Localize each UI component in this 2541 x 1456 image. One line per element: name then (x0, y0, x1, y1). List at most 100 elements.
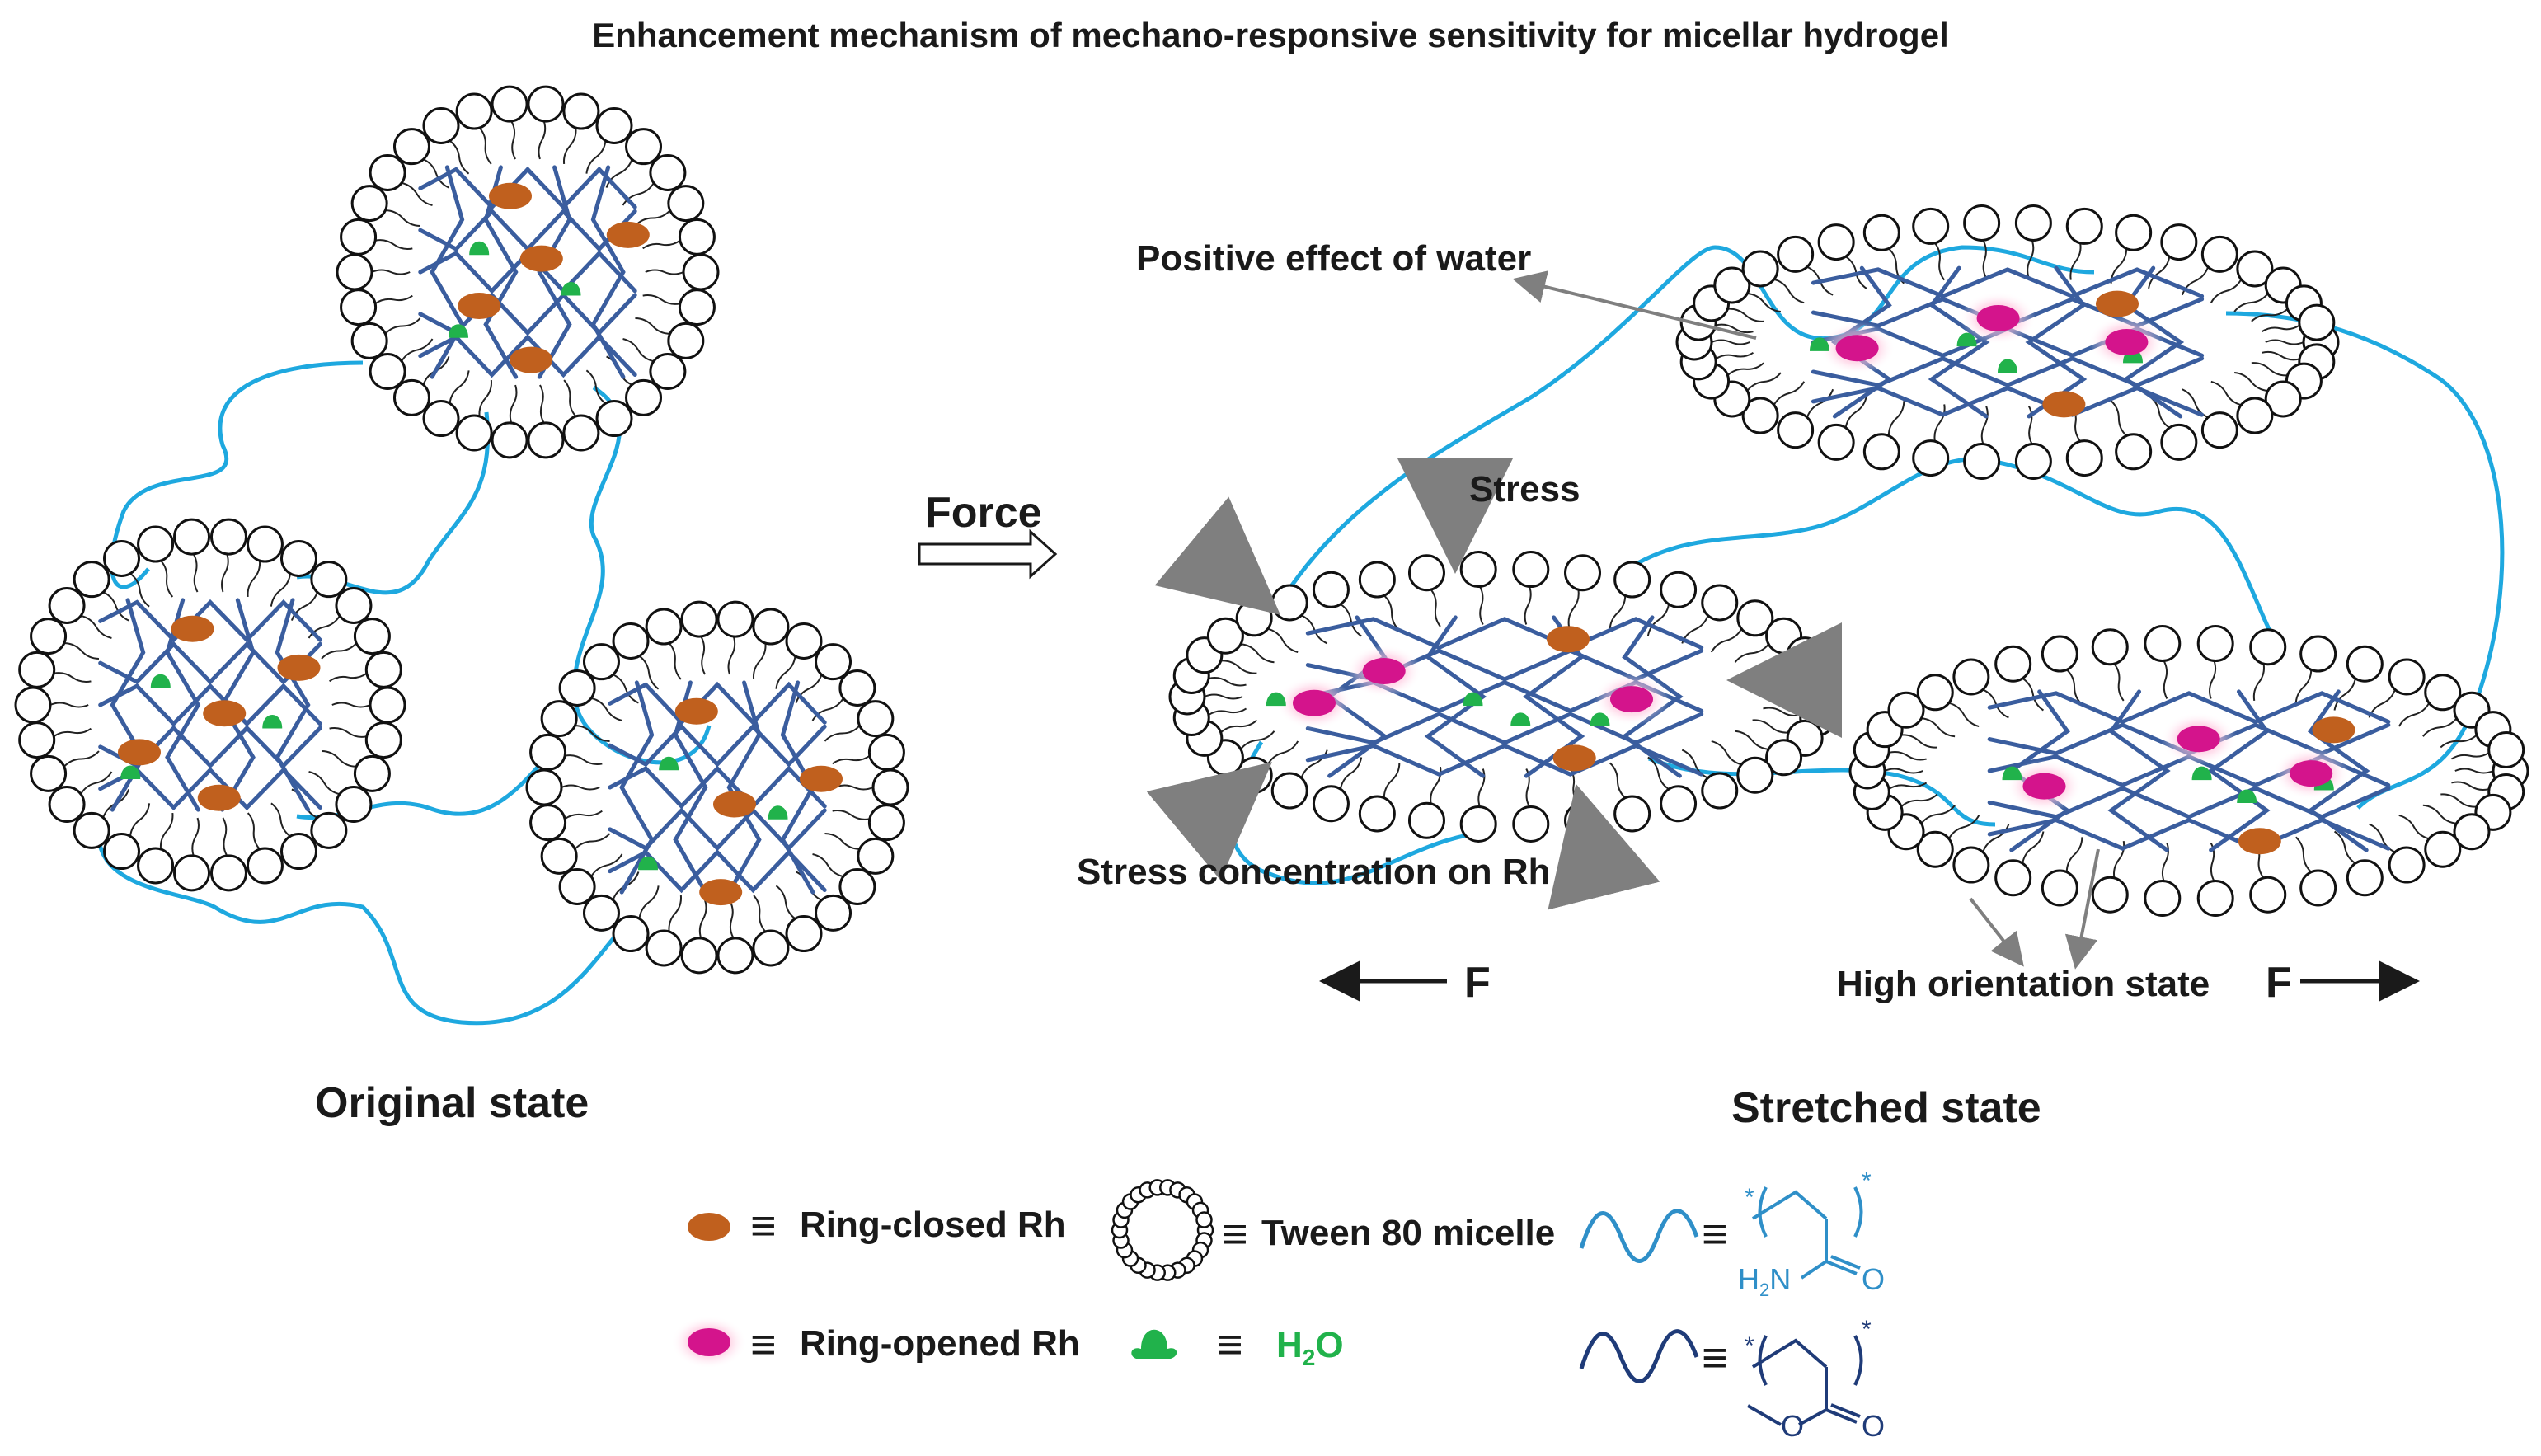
micelle-original-left (14, 518, 406, 892)
water-molecule (262, 715, 283, 729)
micelle-original-top-network (418, 165, 637, 379)
water-icon (1131, 1329, 1177, 1359)
water-molecule (150, 674, 171, 688)
legend-equiv-2: ≡ (1222, 1209, 1248, 1259)
ring-opened-rh (1293, 689, 1336, 716)
acrylamide-structure (1751, 1186, 1863, 1280)
struct2-ester-oxygen: O (1781, 1409, 1805, 1443)
micelle-stretched-center (1168, 551, 1841, 843)
ring-closed-rh (2312, 716, 2355, 744)
micelle-original-left-heads (14, 518, 406, 892)
ring-closed-rh (203, 700, 247, 727)
ring-closed-rh (1552, 744, 1596, 772)
struct1-oxygen: O (1862, 1262, 1886, 1296)
micelle-layer (14, 85, 2529, 975)
ring-closed-rh-icon (688, 1213, 730, 1241)
water-molecule (469, 241, 490, 256)
ring-closed-rh (674, 697, 718, 725)
stress-concentration-label: Stress concentration on Rh (1077, 852, 1551, 892)
ring-opened-rh (2177, 726, 2220, 753)
water-molecule (1463, 692, 1483, 707)
water-molecule (120, 765, 141, 779)
legend-equiv-3: ≡ (1702, 1209, 1728, 1259)
water-molecule (2002, 766, 2022, 781)
high-orientation-label: High orientation state (1837, 964, 2210, 1004)
legend-equiv-5: ≡ (1217, 1320, 1243, 1369)
struct2-carbonyl-oxygen: O (1862, 1409, 1886, 1443)
micelle-icon (1111, 1179, 1214, 1281)
polymer-chain-icon-dark (1579, 1329, 1699, 1383)
water-molecule (2237, 789, 2257, 803)
micelle-stretched-top-heads (1675, 204, 2340, 481)
ring-opened-rh (1835, 335, 1879, 362)
polymer-chain-icon-light (1579, 1209, 1699, 1263)
ring-closed-rh (118, 739, 161, 766)
micelle-original-left-tails (49, 553, 371, 857)
micelle-stretched-top (1675, 204, 2340, 481)
ring-opened-rh (1362, 658, 1406, 684)
f-label-right: F (2266, 959, 2292, 1007)
orientation-pointer-left (1969, 897, 2024, 967)
micelle-original-top (336, 85, 720, 459)
ring-closed-rh (2238, 828, 2281, 855)
ring-closed-rh (606, 221, 650, 248)
micelle-original-right (525, 600, 909, 975)
struct1-star-left: * (1745, 1184, 1754, 1211)
struct1-amine: H2N (1738, 1262, 1792, 1301)
water-molecule (1266, 692, 1286, 707)
ring-closed-rh (2042, 391, 2086, 418)
ring-opened-rh (1610, 686, 1653, 713)
stretched-state-label: Stretched state (1731, 1084, 2041, 1132)
water-molecule (638, 856, 658, 871)
diagram-title: Enhancement mechanism of mechano-respons… (592, 16, 1949, 54)
bridge-chain-stretched-bottom (1648, 756, 1996, 827)
stress-label: Stress (1469, 469, 1580, 510)
micelle-stretched-right-heads (1848, 625, 2529, 917)
water-molecule (1956, 332, 1977, 347)
ring-closed-rh (489, 182, 532, 209)
stress-arrow-bottom (1548, 783, 1660, 910)
ring-closed-rh (458, 293, 501, 319)
water-molecule (659, 756, 679, 771)
ring-closed-rh (519, 245, 563, 272)
struct2-star-left: * (1745, 1332, 1754, 1360)
legend-equiv-6: ≡ (1702, 1333, 1728, 1383)
water-molecule (1810, 337, 1829, 351)
methyl-acrylate-structure (1747, 1335, 1863, 1426)
water-molecule (768, 805, 788, 820)
ring-closed-rh (197, 784, 241, 811)
ring-opened-rh (2290, 760, 2333, 787)
legend-micelle-label: Tween 80 micelle (1261, 1213, 1556, 1253)
ring-opened-rh (2105, 329, 2149, 355)
ring-closed-rh (2096, 290, 2139, 317)
struct2-star-right: * (1862, 1316, 1872, 1343)
struct1-star-right: * (1862, 1167, 1872, 1195)
micelle-original-right-network (608, 680, 827, 895)
ring-closed-rh (713, 791, 756, 818)
ring-opened-rh (1976, 305, 2020, 331)
ring-opened-rh (2022, 773, 2066, 800)
legend-h2o-label: H2O (1276, 1325, 1344, 1370)
original-state-label: Original state (315, 1079, 589, 1127)
annotation-arrows (1146, 270, 2100, 970)
stress-arrow-topleft (1154, 496, 1281, 615)
bridge-chain-stretched-right (2225, 311, 2505, 810)
water-molecule (1998, 359, 2017, 373)
water-molecule (2191, 766, 2212, 781)
water-molecule (561, 282, 581, 296)
micelle-stretched-right (1848, 625, 2529, 917)
water-molecule (1510, 712, 1531, 726)
ring-closed-rh (699, 879, 743, 906)
positive-water-pointer (1512, 270, 1757, 340)
micelle-original-right-heads (525, 600, 909, 975)
ring-closed-rh (800, 765, 843, 792)
water-molecule (449, 324, 468, 338)
micelle-original-top-heads (336, 85, 720, 459)
micelle-stretched-right-tails (1884, 660, 2494, 882)
legend-icons (671, 1179, 1863, 1426)
force-arrow-icon (918, 528, 1058, 580)
legend-equiv-4: ≡ (750, 1320, 777, 1369)
bridge-chain-bottom (96, 824, 628, 1026)
